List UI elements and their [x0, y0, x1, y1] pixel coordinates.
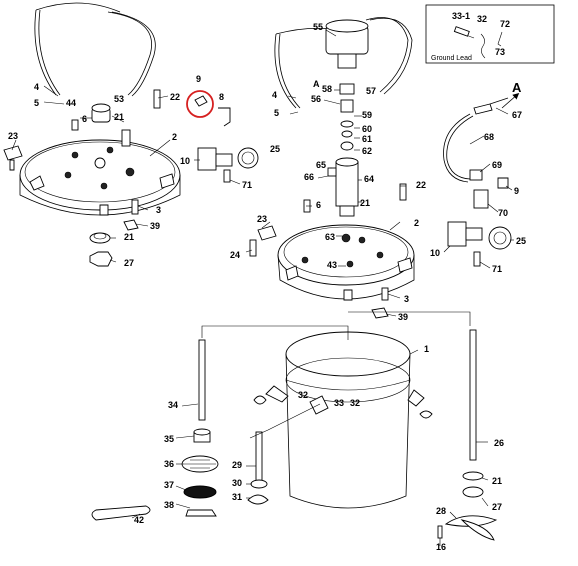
- callout-5: 5: [34, 98, 39, 108]
- callout-27c: 27: [492, 502, 502, 512]
- highlight-circle: [186, 90, 214, 118]
- callout-31: 31: [232, 492, 242, 502]
- callout-55: 55: [313, 22, 323, 32]
- callout-42: 42: [134, 515, 144, 525]
- callout-61: 61: [362, 134, 372, 144]
- inset-label-32: 32: [477, 14, 487, 24]
- callout-21b: 21: [124, 232, 134, 242]
- callout-6r: 6: [316, 200, 321, 210]
- callout-43: 43: [327, 260, 337, 270]
- callout-25r: 25: [516, 236, 526, 246]
- callout-56: 56: [311, 94, 321, 104]
- callout-32b: 32: [350, 398, 360, 408]
- callout-4r: 4: [272, 90, 277, 100]
- callout-6: 6: [82, 114, 87, 124]
- left-lid-assembly: [3, 2, 259, 267]
- callout-71: 71: [242, 180, 252, 190]
- callout-10r: 10: [430, 248, 440, 258]
- callout-9: 9: [196, 74, 201, 84]
- callout-9r: 9: [514, 186, 519, 196]
- callout-39: 39: [150, 221, 160, 231]
- right-callouts: 55 A 4 58 56 5 57 59 60 61 62 65 66 64 6…: [230, 22, 526, 322]
- callout-1: 1: [424, 344, 429, 354]
- callout-8: 8: [219, 92, 224, 102]
- callout-35: 35: [164, 434, 174, 444]
- callout-27: 27: [124, 258, 134, 268]
- callout-4: 4: [34, 82, 39, 92]
- callout-A-small: A: [313, 79, 320, 89]
- callout-60: 60: [362, 124, 372, 134]
- callout-23: 23: [8, 131, 18, 141]
- callout-10: 10: [180, 156, 190, 166]
- callout-2r: 2: [414, 218, 419, 228]
- left-callouts: 9 8 4 5 44 53 22 6 21 23 2 25 10 71 3 39…: [8, 74, 280, 268]
- callout-38: 38: [164, 500, 174, 510]
- ground-lead-inset: 33-1 32 72 73 Ground Lead: [425, 4, 555, 64]
- callout-3r: 3: [404, 294, 409, 304]
- callout-21: 21: [114, 112, 124, 122]
- callout-69: 69: [492, 160, 502, 170]
- callout-64: 64: [364, 174, 374, 184]
- inset-caption: Ground Lead: [431, 55, 472, 62]
- callout-71r: 71: [492, 264, 502, 274]
- inset-label-33-1: 33-1: [452, 11, 470, 21]
- view-a-label: A: [512, 80, 522, 95]
- right-lid-assembly: [245, 17, 520, 319]
- callout-68: 68: [484, 132, 494, 142]
- callout-28: 28: [436, 506, 446, 516]
- bottom-callouts: 1 34 35 36 37 38 42 32 33 32 29 30 31 26…: [134, 344, 504, 552]
- callout-44: 44: [66, 98, 76, 108]
- callout-16: 16: [436, 542, 446, 552]
- callout-32a: 32: [298, 390, 308, 400]
- callout-22r: 22: [416, 180, 426, 190]
- callout-29: 29: [232, 460, 242, 470]
- callout-21c: 21: [492, 476, 502, 486]
- inset-label-72: 72: [500, 19, 510, 29]
- callout-22: 22: [170, 92, 180, 102]
- callout-57: 57: [366, 86, 376, 96]
- callout-67: 67: [512, 110, 522, 120]
- callout-39r: 39: [398, 312, 408, 322]
- pot-and-lower-parts: [91, 311, 498, 546]
- callout-25: 25: [270, 144, 280, 154]
- callout-37: 37: [164, 480, 174, 490]
- callout-5r: 5: [274, 108, 279, 118]
- callout-36: 36: [164, 459, 174, 469]
- callout-59: 59: [362, 110, 372, 120]
- callout-30: 30: [232, 478, 242, 488]
- callout-2: 2: [172, 132, 177, 142]
- callout-24: 24: [230, 250, 240, 260]
- callout-70: 70: [498, 208, 508, 218]
- callout-58: 58: [322, 84, 332, 94]
- callout-66: 66: [304, 172, 314, 182]
- callout-26: 26: [494, 438, 504, 448]
- callout-63: 63: [325, 232, 335, 242]
- callout-21r: 21: [360, 198, 370, 208]
- callout-53: 53: [114, 94, 124, 104]
- callout-33: 33: [334, 398, 344, 408]
- callout-65: 65: [316, 160, 326, 170]
- inset-label-73: 73: [495, 47, 505, 57]
- callout-23r: 23: [257, 214, 267, 224]
- callout-34: 34: [168, 400, 178, 410]
- callout-3: 3: [156, 205, 161, 215]
- callout-62: 62: [362, 146, 372, 156]
